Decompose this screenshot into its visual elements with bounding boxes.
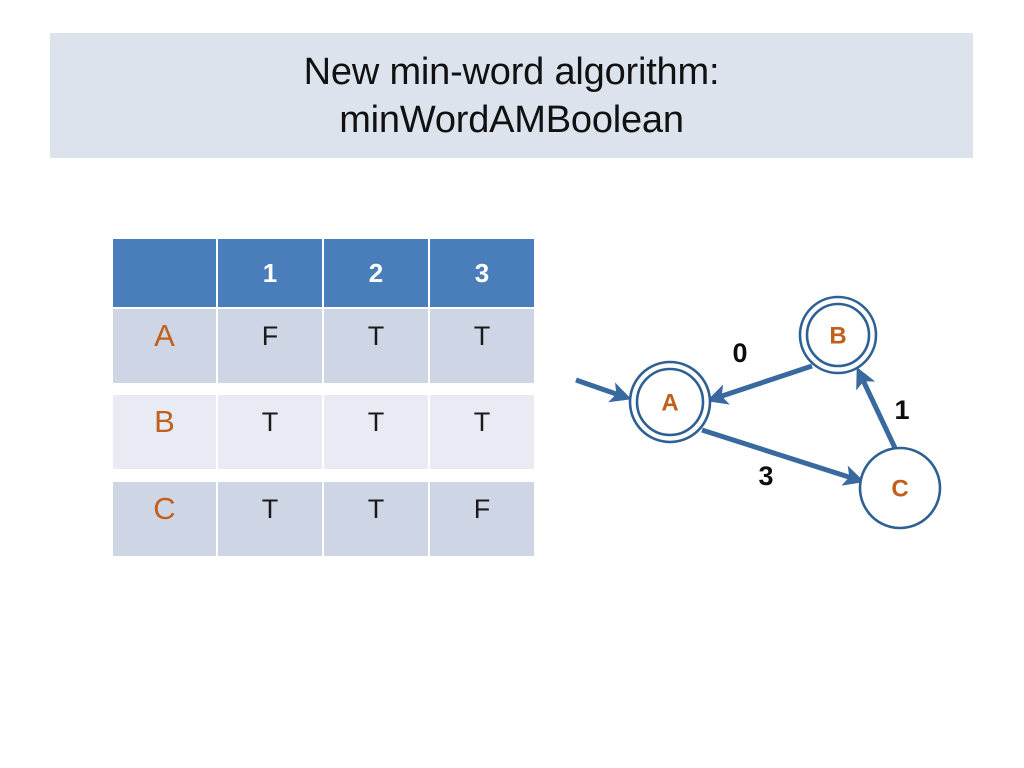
transition-label-1: 1 [894,395,909,425]
table-column-header-2: 2 [324,239,428,307]
cell-value: T [261,493,279,524]
table-cell: T [430,395,534,479]
state-label-b: B [829,323,846,350]
state-label-a: A [661,390,678,417]
row-label-cell: A [113,309,216,393]
column-header-label: 3 [430,239,534,307]
cell-value: F [261,321,279,351]
transition-c-to-b [856,366,898,450]
transition-label-0: 0 [732,338,747,368]
table-body: A F T T B T T [113,309,534,566]
table-header-row: 1 2 3 [113,239,534,307]
table-cell: T [218,481,322,566]
table-cell: T [430,309,534,393]
row-label: A [154,318,175,353]
row-label: B [154,404,175,440]
truth-table: 1 2 3 A F T [111,237,536,568]
table-row: B T T T [113,395,534,479]
automaton-diagram: A B C 0 3 1 [550,280,980,550]
table-row: A F T T [113,309,534,393]
table-row: C T T F [113,481,534,566]
title-banner: New min-word algorithm: minWordAMBoolean [50,33,973,158]
cell-value: F [473,493,491,524]
title-line-2: minWordAMBoolean [339,98,684,141]
table-column-header-3: 3 [430,239,534,307]
cell-value: T [473,407,491,438]
transition-b-to-a [706,363,813,405]
table-corner-label [113,239,216,307]
state-node-a[interactable] [628,360,712,444]
table-cell: T [218,395,322,479]
table-cell: T [324,309,428,393]
state-node-a-accepting-ring [635,367,705,437]
start-arrow [575,377,632,403]
table-column-header-1: 1 [218,239,322,307]
row-label: C [153,490,176,526]
column-header-label: 1 [218,239,322,307]
transition-a-to-c [701,427,865,486]
transition-label-3: 3 [758,461,773,491]
state-node-c[interactable] [858,446,942,530]
cell-value: T [261,407,279,438]
table-corner-cell [113,239,216,307]
column-header-label: 2 [324,239,428,307]
table-cell: F [430,481,534,566]
table-cell: F [218,309,322,393]
cell-value: T [367,493,385,524]
state-label-c: C [891,476,908,503]
title-line-1: New min-word algorithm: [303,50,720,93]
row-label-cell: C [113,481,216,566]
state-node-b[interactable] [798,295,878,375]
table-cell: T [324,395,428,479]
cell-value: T [367,321,385,351]
cell-value: T [473,321,491,351]
row-label-cell: B [113,395,216,479]
cell-value: T [367,407,385,438]
table-header: 1 2 3 [113,239,534,307]
state-node-b-accepting-ring [805,302,871,368]
table-cell: T [324,481,428,566]
